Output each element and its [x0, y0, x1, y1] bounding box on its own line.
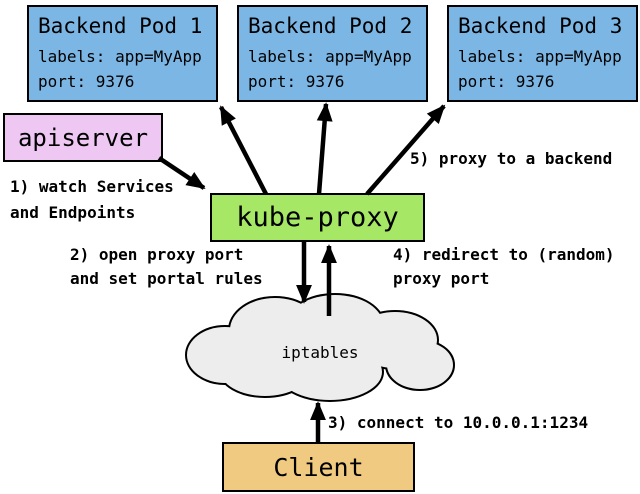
backend-pod-1-port: port: 9376 [38, 72, 135, 91]
client-label: Client [273, 452, 364, 482]
backend-pod-1-title: Backend Pod 1 [38, 14, 203, 38]
client-box: Client [222, 442, 415, 492]
backend-pod-3-port: port: 9376 [458, 72, 555, 91]
kube-proxy-box: kube-proxy [210, 193, 425, 242]
backend-pod-3-labels: labels: app=MyApp [458, 47, 622, 66]
backend-pod-1-box: Backend Pod 1 labels: app=MyApp port: 93… [27, 5, 218, 102]
annotation-step-4-line-2: proxy port [393, 269, 490, 288]
annotation-step-5: 5) proxy to a backend [410, 149, 613, 168]
kube-proxy-label: kube-proxy [236, 202, 399, 233]
apiserver-label: apiserver [17, 123, 149, 152]
annotation-step-2: 2) open proxy port and set portal rules [70, 243, 263, 291]
apiserver-box: apiserver [3, 113, 163, 162]
backend-pod-3-title: Backend Pod 3 [458, 14, 623, 38]
annotation-step-4: 4) redirect to (random) proxy port [393, 243, 615, 291]
arrow-proxy-to-backend-2 [316, 102, 333, 195]
annotation-step-2-line-2: and set portal rules [70, 269, 263, 288]
iptables-label: iptables [281, 343, 359, 362]
arrow-proxy-to-backend-1 [219, 105, 268, 196]
annotation-step-1: 1) watch Services and Endpoints [10, 174, 174, 226]
backend-pod-1-labels: labels: app=MyApp [38, 47, 202, 66]
annotation-step-3: 3) connect to 10.0.0.1:1234 [328, 413, 589, 432]
backend-pod-3-box: Backend Pod 3 labels: app=MyApp port: 93… [447, 5, 638, 102]
backend-pod-2-port: port: 9376 [248, 72, 345, 91]
annotation-step-4-line-1: 4) redirect to (random) [393, 245, 615, 264]
annotation-step-1-line-2: and Endpoints [10, 203, 136, 222]
backend-pod-2-labels: labels: app=MyApp [248, 47, 412, 66]
annotation-step-2-line-1: 2) open proxy port [70, 245, 244, 264]
annotation-step-1-line-1: 1) watch Services [10, 177, 174, 196]
backend-pod-2-box: Backend Pod 2 labels: app=MyApp port: 93… [237, 5, 428, 102]
backend-pod-2-title: Backend Pod 2 [248, 14, 413, 38]
